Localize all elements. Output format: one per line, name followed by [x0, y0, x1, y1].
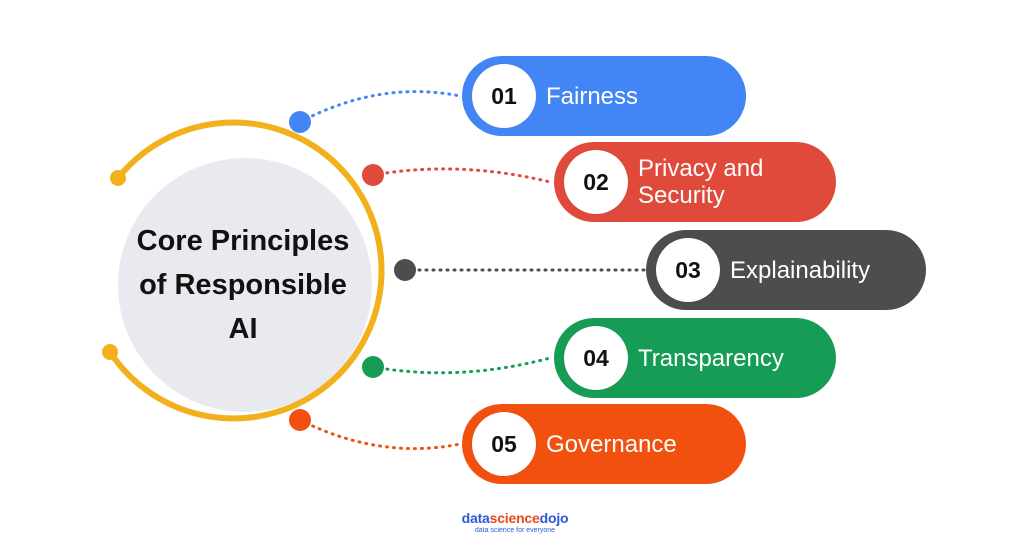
ring-dot-01: [289, 111, 311, 133]
ring-end-dot-bottom: [102, 344, 118, 360]
connector-02: [371, 167, 552, 184]
principle-card-fairness: 01 Fairness: [462, 56, 746, 136]
center-title: Core Principles of Responsible AI: [118, 175, 368, 395]
ring-dot-05: [289, 409, 311, 431]
principle-card-explainability: 03 Explainability: [646, 230, 926, 310]
principle-number-badge: 03: [656, 238, 720, 302]
principle-card-transparency: 04 Transparency: [554, 318, 836, 398]
center-circle: [118, 158, 372, 412]
principle-label: Explainability: [730, 256, 871, 284]
ring-arc: [107, 119, 385, 422]
principle-number-badge: 02: [564, 150, 628, 214]
brand-part-dojo: dojo: [539, 510, 569, 526]
brand-logo: datasciencedojo data science for everyon…: [440, 510, 590, 536]
principle-label: Privacy and Security: [638, 155, 764, 209]
principle-card-privacy-security: 02 Privacy and Security: [554, 142, 836, 222]
principle-card-governance: 05 Governance: [462, 404, 746, 484]
brand-part-data: data: [461, 510, 490, 526]
principle-label: Fairness: [546, 82, 639, 110]
ring-dot-02: [362, 164, 384, 186]
center-title-text: Core Principles of Responsible AI: [136, 225, 350, 345]
principle-number-badge: 04: [564, 326, 628, 390]
connector-01: [298, 90, 462, 124]
brand-tagline: data science for everyone: [474, 527, 556, 534]
brand-wordmark: datasciencedojo: [440, 510, 590, 526]
connector-04: [371, 356, 552, 375]
principle-number-badge: 01: [472, 64, 536, 128]
ring-dot-04: [362, 356, 384, 378]
ring-dot-03: [394, 259, 416, 281]
ring-end-dot-top: [110, 170, 126, 186]
principle-number-badge: 05: [472, 412, 536, 476]
connector-05: [298, 418, 462, 451]
principle-label: Governance: [546, 430, 677, 458]
brand-part-science: science: [489, 510, 540, 526]
principle-label: Transparency: [638, 344, 784, 372]
